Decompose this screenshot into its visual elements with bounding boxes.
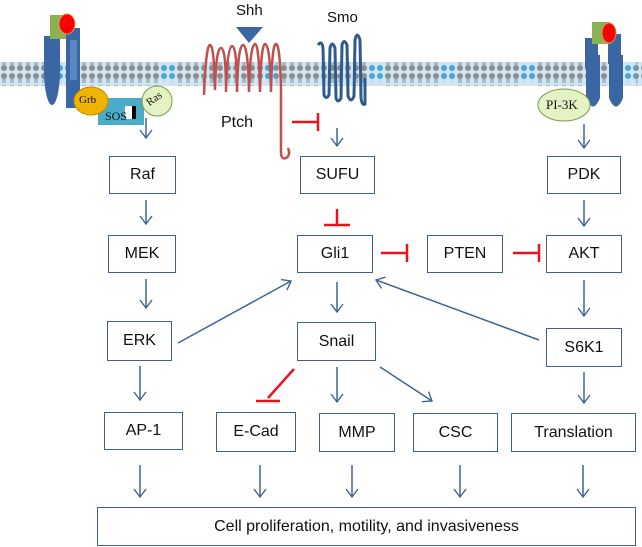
node-translation: Translation bbox=[511, 413, 636, 452]
node-pten: PTEN bbox=[427, 235, 503, 273]
smo-label: Smo bbox=[327, 9, 358, 26]
node-s6k1: S6K1 bbox=[546, 328, 622, 367]
cell-membrane bbox=[0, 62, 642, 86]
node-outcome: Cell proliferation, motility, and invasi… bbox=[97, 507, 636, 546]
node-akt: AKT bbox=[546, 235, 622, 273]
shh-label: Shh bbox=[236, 2, 263, 19]
node-mmp: MMP bbox=[319, 413, 395, 452]
shh-ligand-icon bbox=[236, 27, 263, 43]
edge-snail-ecad-inhibit bbox=[267, 368, 295, 399]
node-ap1: AP-1 bbox=[104, 412, 183, 450]
node-csc: CSC bbox=[413, 413, 498, 452]
node-erk: ERK bbox=[107, 321, 172, 361]
ptch-receptor-icon bbox=[202, 42, 291, 160]
node-mek: MEK bbox=[108, 235, 176, 273]
node-pdk: PDK bbox=[547, 156, 621, 194]
sos-label: SOS bbox=[105, 109, 128, 123]
edge-snail-csc bbox=[379, 366, 432, 401]
ptch-label: Ptch bbox=[221, 114, 254, 131]
node-raf: Raf bbox=[109, 156, 176, 194]
right-receptor-icon bbox=[585, 22, 623, 107]
node-snail: Snail bbox=[297, 322, 376, 361]
adaptor-complex bbox=[73, 85, 173, 125]
node-sufu: SUFU bbox=[300, 156, 375, 194]
edges-layer bbox=[140, 113, 584, 497]
node-ecad: E-Cad bbox=[216, 412, 296, 452]
pi3k-icon bbox=[537, 88, 591, 122]
left-receptor-icon bbox=[44, 13, 80, 108]
node-gli1: Gli1 bbox=[297, 235, 373, 273]
edge-s6k1-gli1 bbox=[376, 280, 540, 341]
smo-receptor-icon bbox=[316, 33, 367, 106]
grb-label: Grb bbox=[79, 94, 97, 106]
edge-erk-gli1 bbox=[177, 281, 291, 344]
pi3k-label: PI-3K bbox=[546, 97, 578, 112]
